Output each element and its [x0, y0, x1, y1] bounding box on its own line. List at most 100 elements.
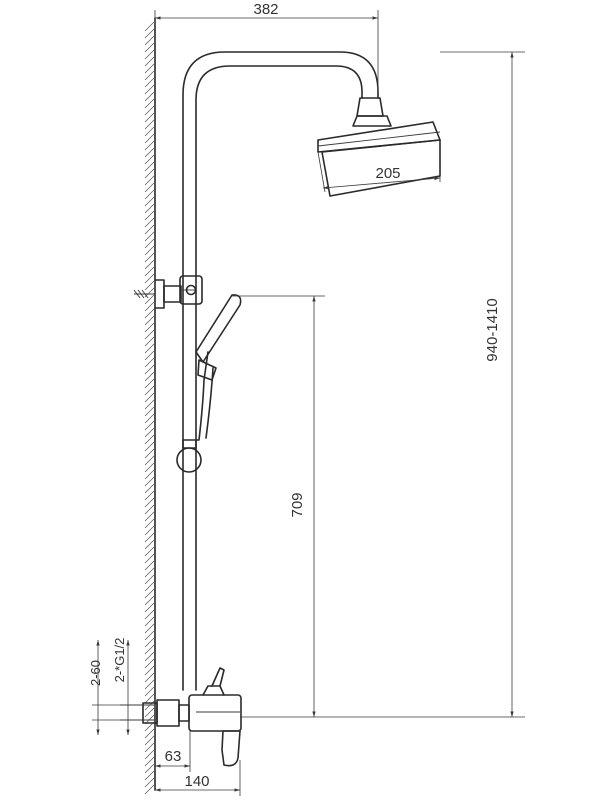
hatch-line	[144, 651, 155, 662]
hatch-line	[144, 399, 155, 410]
hatch-line	[144, 595, 155, 606]
hatch-line	[144, 469, 155, 480]
hatch-line	[144, 665, 155, 676]
hatch-line	[144, 623, 155, 634]
hatch-line	[144, 742, 155, 753]
hatch-line	[144, 385, 155, 396]
hatch-line	[144, 609, 155, 620]
hatch-line	[144, 336, 155, 347]
hatch-line	[144, 133, 155, 144]
hatch-line	[144, 252, 155, 263]
hatch-line	[144, 189, 155, 200]
hatch-line	[144, 301, 155, 312]
hatch-line	[144, 371, 155, 382]
hatch-line	[144, 140, 155, 151]
hatch-line	[144, 539, 155, 550]
hatch-line	[144, 511, 155, 522]
hatch-line	[144, 28, 155, 39]
hatch-line	[144, 329, 155, 340]
hatch-line	[144, 644, 155, 655]
label-2-60: 2-60	[88, 660, 103, 686]
hatch-line	[144, 756, 155, 767]
hatch-line	[144, 224, 155, 235]
hatch-line	[144, 672, 155, 683]
dimension-slider-height: 709	[232, 295, 325, 717]
hatch-line	[144, 504, 155, 515]
dimension-head-width: 205	[317, 151, 441, 193]
riser-pipe	[182, 51, 379, 691]
hatch-line	[144, 658, 155, 669]
hatch-line	[144, 749, 155, 760]
hatch-line	[144, 532, 155, 543]
hatch-line	[144, 119, 155, 130]
label-940-1410: 940-1410	[484, 298, 501, 361]
hatch-line	[144, 147, 155, 158]
hatch-line	[144, 280, 155, 291]
label-205: 205	[375, 165, 400, 182]
label-63: 63	[165, 748, 182, 765]
hatch-line	[144, 693, 155, 704]
label-709: 709	[289, 492, 306, 517]
hatch-line	[144, 777, 155, 788]
hatch-line	[144, 273, 155, 284]
hatch-line	[144, 553, 155, 564]
hatch-line	[144, 56, 155, 67]
hatch-line	[144, 616, 155, 627]
dimension-mixer-depth: 140	[155, 760, 241, 796]
hatch-line	[144, 476, 155, 487]
wall-bracket	[133, 275, 203, 309]
hatch-line	[144, 560, 155, 571]
hatch-line	[144, 588, 155, 599]
hatch-line	[144, 707, 155, 718]
hatch-line	[144, 462, 155, 473]
hatch-line	[144, 308, 155, 319]
hatch-line	[144, 434, 155, 445]
hatch-line	[144, 196, 155, 207]
hatch-line	[144, 217, 155, 228]
hatch-line	[144, 294, 155, 305]
hatch-line	[144, 42, 155, 53]
hatch-line	[144, 406, 155, 417]
hatch-line	[144, 203, 155, 214]
hatch-line	[144, 231, 155, 242]
hatch-line	[144, 518, 155, 529]
hatch-line	[144, 322, 155, 333]
slide-holder	[176, 439, 202, 473]
hatch-line	[144, 70, 155, 81]
hatch-line	[144, 378, 155, 389]
hatch-line	[144, 210, 155, 221]
hatch-line	[144, 266, 155, 277]
hatch-line	[144, 483, 155, 494]
hatch-line	[144, 98, 155, 109]
dimension-spacing: 2-60	[88, 640, 122, 735]
hand-shower	[195, 294, 242, 441]
hatch-line	[144, 315, 155, 326]
hatch-line	[144, 574, 155, 585]
dimension-inlet-offset: 63	[155, 731, 191, 772]
hatch-line	[144, 77, 155, 88]
hatch-line	[144, 602, 155, 613]
hatch-line	[144, 357, 155, 368]
hatch-line	[144, 763, 155, 774]
hatch-line	[144, 112, 155, 123]
hatch-line	[144, 105, 155, 116]
hatch-line	[144, 161, 155, 172]
hatch-line	[144, 455, 155, 466]
hatch-line	[144, 364, 155, 375]
hatch-line	[144, 154, 155, 165]
hatch-line	[144, 686, 155, 697]
hatch-line	[144, 728, 155, 739]
hatch-line	[144, 581, 155, 592]
hatch-line	[144, 350, 155, 361]
label-thread: 2-*G1/2	[112, 638, 127, 683]
hatch-line	[144, 35, 155, 46]
mixer-valve	[120, 667, 242, 767]
hatch-line	[144, 413, 155, 424]
hatch-line	[144, 490, 155, 501]
hatch-line	[144, 567, 155, 578]
wall	[144, 17, 156, 795]
hatch-line	[144, 448, 155, 459]
hatch-line	[144, 770, 155, 781]
hatch-line	[144, 259, 155, 270]
